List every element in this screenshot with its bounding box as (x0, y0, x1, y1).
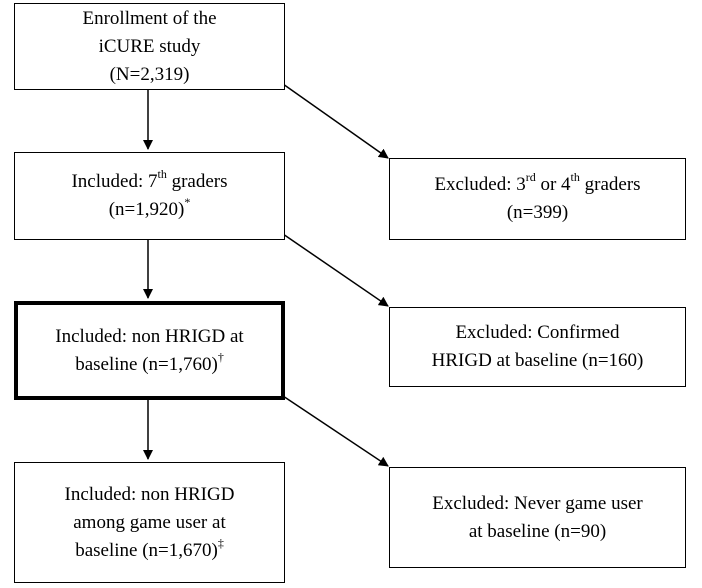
arrow-enroll-to-excluded-3rd-4th (282, 83, 389, 159)
included-7th-line-1: Included: 7th graders (71, 167, 228, 192)
included-7th-line-2: (n=1,920)* (108, 195, 191, 220)
arrow-included-7th-to-excluded-hrigd (282, 233, 389, 307)
included-non-hrigd-line-1: Included: non HRIGD at (55, 325, 244, 347)
enrollment-line-2: iCURE study (98, 35, 201, 57)
excluded-3rd-4th-line-1: Excluded: 3rd or 4th graders (434, 170, 641, 195)
excluded-never-game-line-2: at baseline (n=90) (468, 520, 607, 542)
enrollment-box: Enrollment of the iCURE study (N=2,319) (14, 3, 285, 90)
included-game-user-line-3: baseline (n=1,670)‡ (75, 535, 224, 561)
excluded-never-game-user-box: Excluded: Never game user at baseline (n… (389, 467, 686, 568)
arrow-non-hrigd-to-never-game-user (282, 395, 389, 467)
excluded-hrigd-line-2: HRIGD at baseline (n=160) (431, 350, 644, 371)
included-game-user-box: Included: non HRIGD among game user at b… (14, 462, 285, 583)
included-non-hrigd-line-2: baseline (n=1,760)† (75, 349, 224, 375)
excluded-confirmed-hrigd-box: Excluded: Confirmed HRIGD at baseline (n… (389, 307, 686, 387)
excluded-3rd-4th-graders-box: Excluded: 3rd or 4th graders (n=399) (389, 158, 686, 240)
excluded-3rd-4th-line-2: (n=399) (506, 202, 569, 223)
excluded-never-game-line-1: Excluded: Never game user (432, 492, 643, 514)
included-7th-graders-box: Included: 7th graders (n=1,920)* (14, 152, 285, 240)
included-game-user-line-1: Included: non HRIGD (64, 483, 235, 505)
enrollment-line-1: Enrollment of the (82, 7, 217, 29)
excluded-hrigd-line-1: Excluded: Confirmed (455, 322, 620, 343)
enrollment-line-3: (N=2,319) (109, 63, 190, 85)
included-non-hrigd-box: Included: non HRIGD at baseline (n=1,760… (14, 301, 285, 400)
included-game-user-line-2: among game user at (73, 511, 226, 533)
